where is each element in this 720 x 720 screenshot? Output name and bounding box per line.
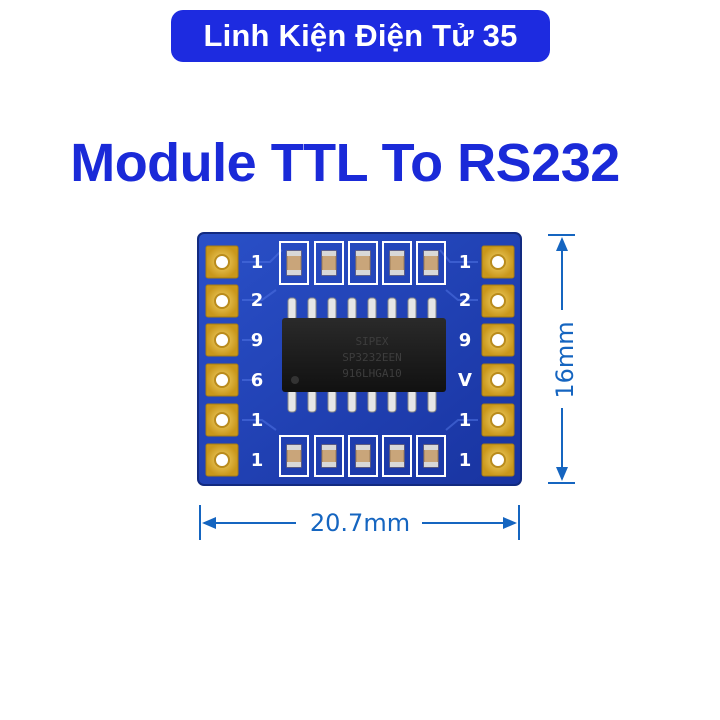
store-banner: Linh Kiện Điện Tử 35	[171, 10, 550, 62]
left-pin-pad	[205, 443, 239, 477]
silkscreen-label-left: 1	[251, 410, 264, 431]
chip-pin	[367, 297, 377, 321]
capacitor	[348, 435, 378, 477]
silkscreen-label-right: 1	[459, 252, 472, 273]
capacitor	[348, 241, 378, 285]
capacitor	[314, 241, 344, 285]
capacitor	[314, 435, 344, 477]
chip-pin	[407, 297, 417, 321]
silkscreen-label-left: 6	[251, 370, 264, 391]
silkscreen-label-right: V	[458, 370, 472, 391]
chip-pin	[287, 389, 297, 413]
chip-pin	[427, 297, 437, 321]
ic-chip: SIPEX SP3232EEN 916LHGA10	[282, 318, 446, 392]
chip-pin	[407, 389, 417, 413]
right-pin-pad	[481, 363, 515, 397]
chip-brand: SIPEX	[355, 335, 388, 348]
silkscreen-label-left: 1	[251, 450, 264, 471]
chip-pin	[427, 389, 437, 413]
chip-pin	[327, 389, 337, 413]
right-pin-pad	[481, 284, 515, 318]
chip-pin	[327, 297, 337, 321]
chip-pin	[367, 389, 377, 413]
chip-pin	[347, 297, 357, 321]
silkscreen-label-right: 1	[459, 450, 472, 471]
chip-date-code: 916LHGA10	[342, 367, 402, 380]
capacitor	[382, 435, 412, 477]
chip-pin	[347, 389, 357, 413]
silkscreen-label-right: 9	[459, 330, 472, 351]
right-pin-pad	[481, 245, 515, 279]
capacitor	[416, 435, 446, 477]
right-pin-pad	[481, 323, 515, 357]
silkscreen-label-left: 1	[251, 252, 264, 273]
capacitor	[279, 435, 309, 477]
store-name: Linh Kiện Điện Tử 35	[203, 18, 518, 53]
width-label: 20.7mm	[309, 509, 411, 537]
chip-pin	[387, 297, 397, 321]
product-title: Module TTL To RS232	[70, 133, 620, 193]
chip-pin	[287, 297, 297, 321]
right-pin-pad	[481, 443, 515, 477]
left-pin-pad	[205, 363, 239, 397]
chip-part-number: SP3232EEN	[342, 351, 402, 364]
silkscreen-label-left: 2	[251, 290, 264, 311]
left-pin-pad	[205, 245, 239, 279]
silkscreen-label-left: 9	[251, 330, 264, 351]
chip-pin	[307, 389, 317, 413]
chip-pin	[387, 389, 397, 413]
capacitor	[416, 241, 446, 285]
capacitor	[279, 241, 309, 285]
left-pin-pad	[205, 284, 239, 318]
left-pin-pad	[205, 323, 239, 357]
height-label: 16mm	[551, 321, 579, 399]
capacitor	[382, 241, 412, 285]
chip-pin	[307, 297, 317, 321]
left-pin-pad	[205, 403, 239, 437]
height-dimension	[548, 234, 575, 484]
width-dimension	[199, 505, 520, 540]
silkscreen-label-right: 1	[459, 410, 472, 431]
silkscreen-label-right: 2	[459, 290, 472, 311]
right-pin-pad	[481, 403, 515, 437]
